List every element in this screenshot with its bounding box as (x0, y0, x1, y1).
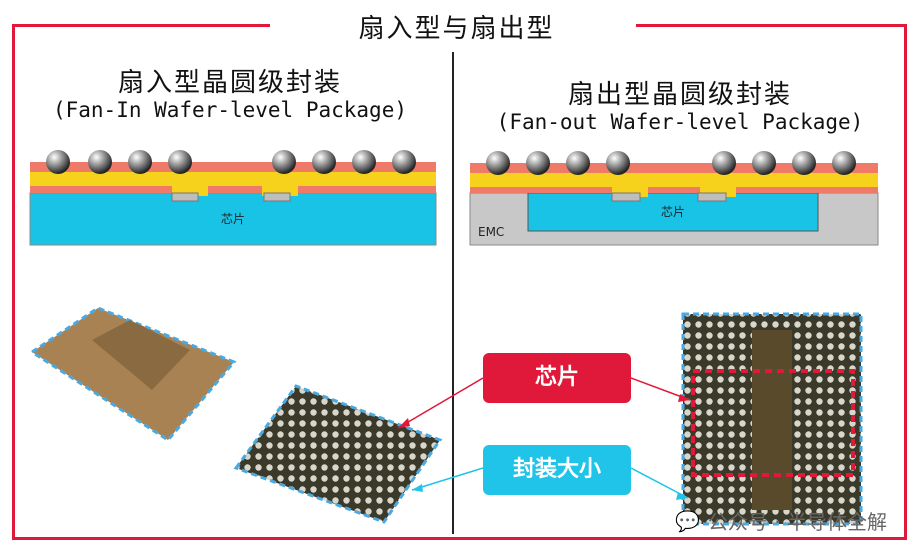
watermark: 💬 公众号 · 半导体全解 (675, 506, 887, 535)
callout-arrows (397, 377, 691, 500)
emc-label: EMC (478, 225, 504, 239)
package-size-callout: 封装大小 (483, 445, 631, 495)
right-chip-label: 芯片 (661, 205, 685, 219)
fan-out-package (681, 312, 863, 526)
right-title-cn: 扇出型晶圆级封装 (567, 80, 792, 110)
fan-in-package-bottom (233, 384, 443, 524)
fan-in-package-top (29, 306, 237, 442)
page-title: 扇入型与扇出型 (0, 8, 913, 45)
left-chip-label: 芯片 (221, 212, 245, 226)
center-divider (452, 52, 454, 534)
wechat-icon: 💬 (675, 508, 700, 533)
watermark-text: 公众号 · 半导体全解 (707, 510, 887, 534)
right-title-en: (Fan-out Wafer-level Package) (496, 110, 864, 134)
left-title-en: (Fan-In Wafer-level Package) (52, 98, 407, 122)
outer-frame (12, 24, 907, 540)
left-title-cn: 扇入型晶圆级封装 (117, 68, 342, 98)
frame-top-left (12, 24, 270, 27)
fan-in-cross-section (29, 150, 437, 246)
chip-callout: 芯片 (483, 353, 631, 403)
fan-out-cross-section (469, 151, 879, 246)
frame-top-right (636, 24, 904, 27)
